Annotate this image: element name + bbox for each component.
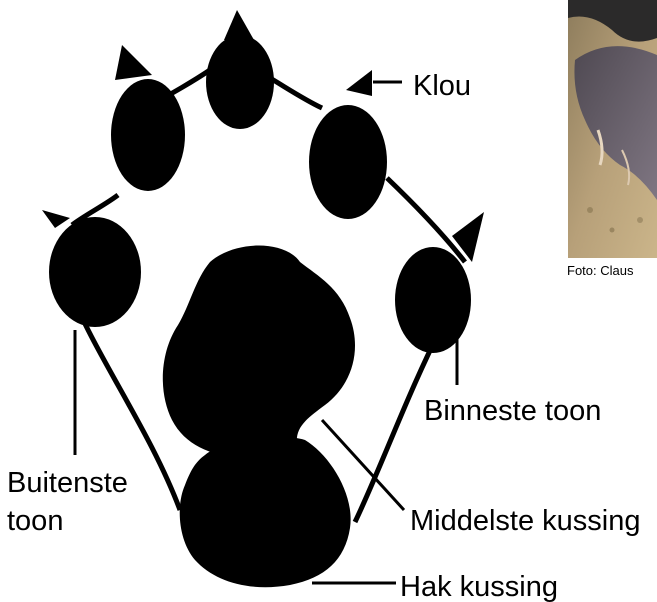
claw-2 [115, 45, 152, 80]
photo-credit: Foto: Claus [567, 263, 634, 278]
claw-3 [224, 10, 254, 40]
claw-4 [346, 70, 372, 96]
toe-pad-inner [395, 247, 471, 353]
otter-foot-photo [568, 0, 657, 258]
toe-pad-outer [49, 217, 141, 327]
label-inner-toe: Binneste toon [424, 395, 601, 427]
label-outer-toe-line1: Buitenste [7, 467, 128, 499]
claw-1 [42, 210, 70, 228]
central-pads [163, 246, 355, 588]
heel-pad [180, 436, 351, 587]
label-outer-toe-line2: toon [7, 505, 63, 537]
label-heel-pad: Hak kussing [400, 571, 558, 602]
toe-pad-4 [309, 105, 387, 219]
toe-pad-3 [206, 35, 274, 129]
label-middle-pad: Middelste kussing [410, 505, 641, 537]
label-claw: Klou [413, 70, 471, 102]
toe-pad-2 [111, 79, 185, 191]
